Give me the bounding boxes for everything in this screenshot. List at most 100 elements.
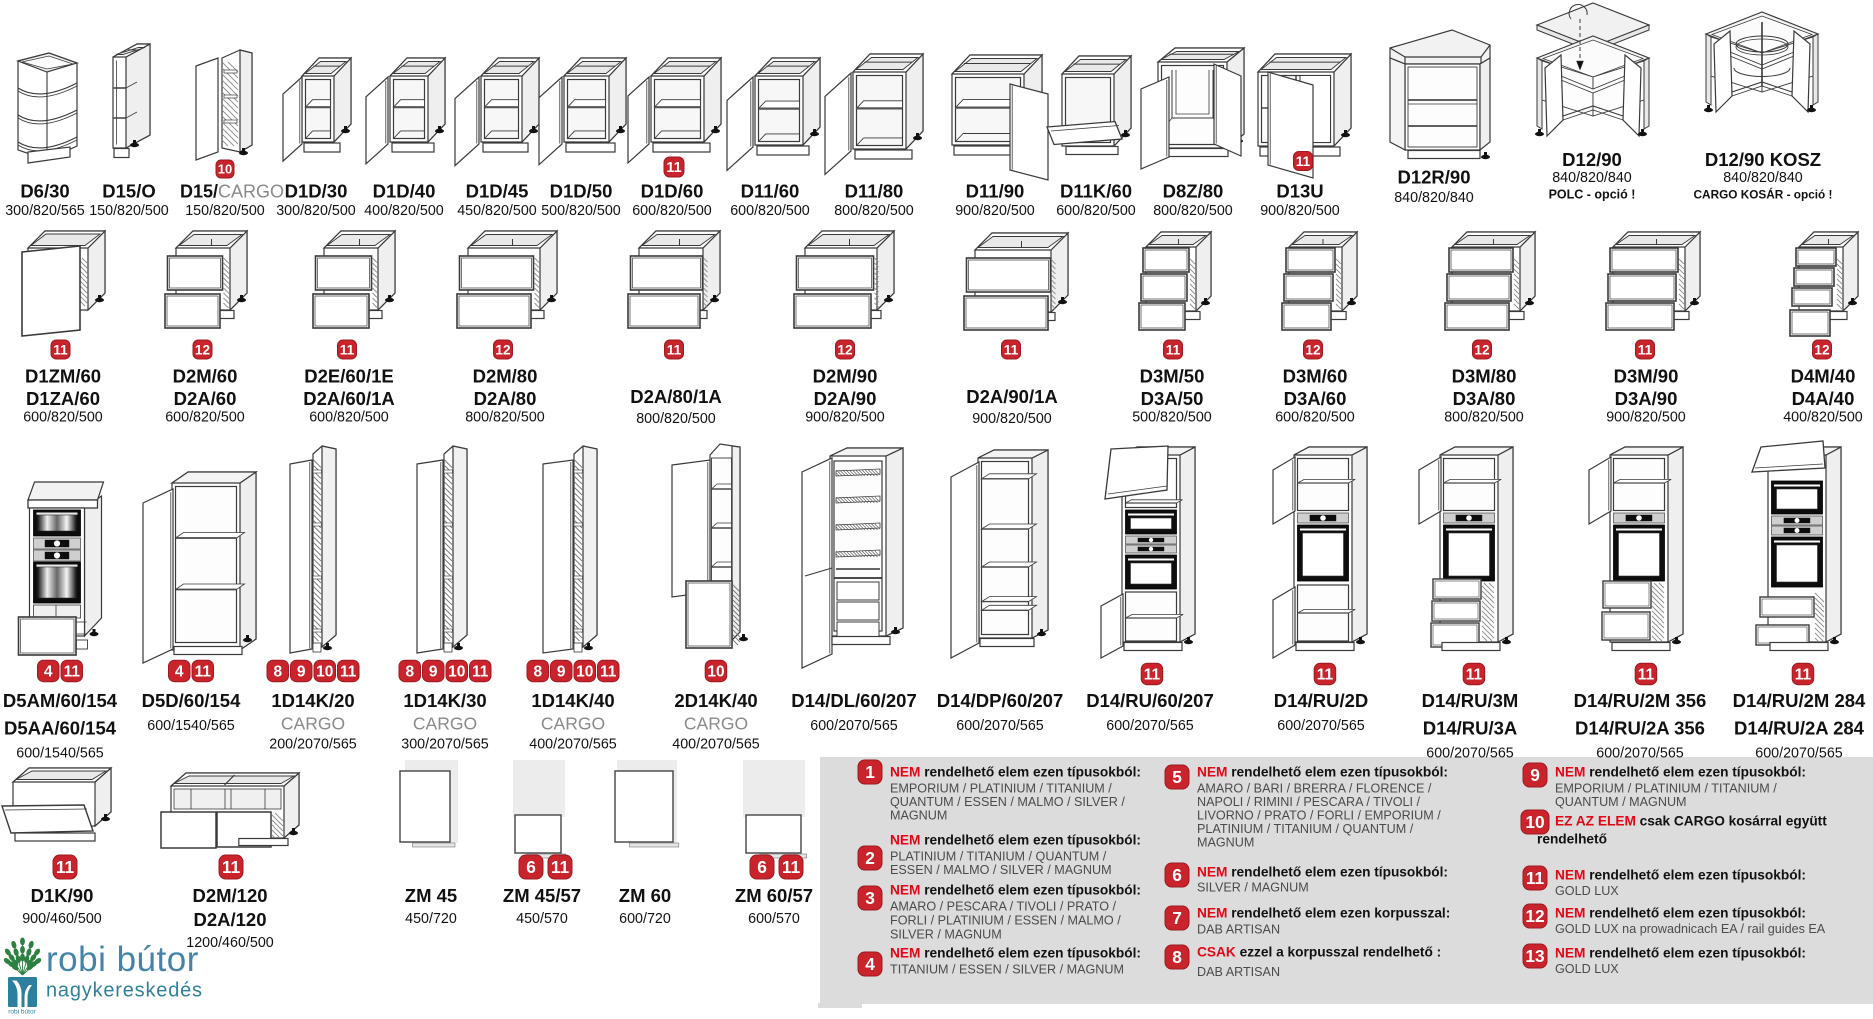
svg-text:D2M/90: D2M/90: [813, 366, 878, 387]
svg-text:12: 12: [1525, 906, 1544, 926]
svg-text:600/720: 600/720: [619, 911, 671, 927]
svg-text:D2A/80: D2A/80: [474, 388, 537, 409]
svg-text:EMPORIUM / PLATINIUM / TITANIU: EMPORIUM / PLATINIUM / TITANIUM /: [1555, 782, 1777, 796]
svg-text:TITANIUM / ESSEN / SILVER / M: TITANIUM / ESSEN / SILVER / MAGNUM: [890, 963, 1124, 977]
svg-text:800/820/500: 800/820/500: [465, 410, 545, 426]
svg-text:D3M/80: D3M/80: [1452, 366, 1517, 387]
svg-text:ZM 60/57: ZM 60/57: [735, 885, 813, 906]
svg-text:D2A/60: D2A/60: [174, 388, 237, 409]
svg-text:500/820/500: 500/820/500: [1132, 410, 1212, 426]
svg-text:11: 11: [1526, 868, 1545, 888]
svg-text:200/2070/565: 200/2070/565: [269, 737, 357, 753]
svg-text:11: 11: [1638, 667, 1655, 684]
svg-text:MAGNUM: MAGNUM: [1197, 836, 1254, 850]
svg-text:600/820/500: 600/820/500: [632, 203, 712, 219]
svg-text:D14/RU/2A 356: D14/RU/2A 356: [1575, 718, 1705, 739]
svg-text:CARGO KOSÁR - opció !: CARGO KOSÁR - opció !: [1694, 188, 1833, 202]
svg-text:11: 11: [53, 342, 68, 357]
svg-text:12: 12: [837, 342, 853, 357]
svg-text:300/2070/565: 300/2070/565: [401, 737, 489, 753]
svg-text:SILVER / MAGNUM: SILVER / MAGNUM: [1197, 881, 1309, 895]
svg-text:11: 11: [1466, 667, 1483, 684]
svg-text:800/820/500: 800/820/500: [1153, 203, 1233, 219]
svg-text:600/820/500: 600/820/500: [1056, 203, 1136, 219]
svg-text:11: 11: [195, 664, 212, 681]
svg-text:300/820/500: 300/820/500: [276, 203, 356, 219]
svg-text:11: 11: [551, 857, 570, 877]
svg-text:D2M/80: D2M/80: [473, 366, 538, 387]
svg-text:12: 12: [1474, 342, 1490, 357]
svg-text:7: 7: [1172, 908, 1182, 928]
svg-text:D5AM/60/154: D5AM/60/154: [3, 690, 118, 711]
svg-text:GOLD LUX: GOLD LUX: [1555, 962, 1619, 976]
svg-text:1D14K/20: 1D14K/20: [271, 690, 354, 711]
svg-text:PLATINIUM / TITANIUM / QUANTUM: PLATINIUM / TITANIUM / QUANTUM /: [1197, 822, 1414, 836]
svg-text:CSAK ezzel a korpusszal rendel: CSAK ezzel a korpusszal rendelhető :: [1197, 945, 1441, 960]
svg-text:DAB ARTISAN: DAB ARTISAN: [1197, 965, 1280, 979]
svg-text:D14/RU/2M 356: D14/RU/2M 356: [1574, 690, 1707, 711]
svg-text:NEM rendelhető elem ezen típus: NEM rendelhető elem ezen típusokból:: [890, 883, 1141, 898]
svg-text:D12/90 KOSZ: D12/90 KOSZ: [1705, 149, 1821, 170]
svg-text:D2A/90: D2A/90: [814, 388, 877, 409]
svg-text:9: 9: [1530, 765, 1540, 785]
svg-text:400/2070/565: 400/2070/565: [529, 737, 617, 753]
svg-text:600/1540/565: 600/1540/565: [147, 718, 235, 734]
svg-text:800/820/500: 800/820/500: [1444, 410, 1524, 426]
svg-text:11: 11: [666, 160, 681, 176]
svg-text:D1K/90: D1K/90: [31, 885, 94, 906]
svg-text:1D14K/40: 1D14K/40: [531, 690, 614, 711]
svg-text:840/820/840: 840/820/840: [1552, 170, 1632, 186]
svg-text:600/820/500: 600/820/500: [165, 410, 245, 426]
svg-text:D8Z/80: D8Z/80: [1163, 181, 1224, 202]
svg-text:600/820/500: 600/820/500: [23, 410, 103, 426]
svg-text:D14/RU/2M 284: D14/RU/2M 284: [1733, 690, 1866, 711]
svg-text:NEM rendelhető elem ezen típus: NEM rendelhető elem ezen típusokból:: [1197, 865, 1448, 880]
svg-text:450/720: 450/720: [405, 911, 457, 927]
svg-text:600/820/500: 600/820/500: [730, 203, 810, 219]
svg-text:D3A/60: D3A/60: [1284, 388, 1347, 409]
svg-text:2D14K/40: 2D14K/40: [674, 690, 757, 711]
svg-text:D2A/120: D2A/120: [193, 909, 266, 930]
svg-text:D2M/60: D2M/60: [173, 366, 238, 387]
svg-text:D13U: D13U: [1276, 181, 1323, 202]
svg-text:D5AA/60/154: D5AA/60/154: [4, 718, 117, 739]
svg-text:D2A/80/1A: D2A/80/1A: [630, 386, 722, 407]
svg-text:D11/90: D11/90: [966, 181, 1025, 202]
svg-text:600/1540/565: 600/1540/565: [16, 746, 104, 762]
svg-text:1: 1: [865, 762, 875, 782]
svg-text:11: 11: [1004, 342, 1019, 357]
svg-text:CARGO: CARGO: [413, 714, 477, 734]
svg-text:11: 11: [1296, 154, 1311, 169]
svg-text:CARGO: CARGO: [684, 714, 748, 734]
svg-text:D2M/120: D2M/120: [192, 885, 267, 906]
svg-text:6: 6: [1172, 865, 1182, 885]
svg-text:D1D/40: D1D/40: [373, 181, 436, 202]
svg-text:EMPORIUM / PLATINIUM / TITANIU: EMPORIUM / PLATINIUM / TITANIUM /: [890, 782, 1112, 796]
svg-text:D3A/90: D3A/90: [1615, 388, 1678, 409]
svg-text:D3A/50: D3A/50: [1141, 388, 1204, 409]
svg-text:11: 11: [667, 342, 682, 357]
svg-text:840/820/840: 840/820/840: [1723, 170, 1803, 186]
svg-text:400/820/500: 400/820/500: [1783, 410, 1863, 426]
svg-text:1200/460/500: 1200/460/500: [186, 935, 274, 951]
svg-text:D2A/90/1A: D2A/90/1A: [966, 386, 1058, 407]
svg-text:D3A/80: D3A/80: [1453, 388, 1516, 409]
svg-text:400/2070/565: 400/2070/565: [672, 737, 760, 753]
svg-text:600/2070/565: 600/2070/565: [956, 718, 1044, 734]
svg-text:D12/90: D12/90: [1562, 149, 1622, 170]
svg-text:D4M/40: D4M/40: [1791, 366, 1856, 387]
svg-text:robi bútor: robi bútor: [8, 1009, 36, 1016]
svg-text:nagykereskedés: nagykereskedés: [46, 980, 203, 1002]
svg-text:10: 10: [316, 664, 333, 681]
svg-text:500/820/500: 500/820/500: [541, 203, 621, 219]
svg-text:10: 10: [1525, 812, 1544, 832]
svg-text:D15/O: D15/O: [102, 181, 155, 202]
svg-text:CARGO: CARGO: [541, 714, 605, 734]
svg-text:900/820/500: 900/820/500: [955, 203, 1035, 219]
svg-text:8: 8: [1172, 947, 1182, 967]
svg-text:NAPOLI / RIMINI / PESCARA / TI: NAPOLI / RIMINI / PESCARA / TIVOLI /: [1197, 795, 1421, 809]
svg-text:11: 11: [1795, 667, 1812, 684]
svg-text:8: 8: [405, 664, 414, 681]
svg-text:12: 12: [495, 342, 511, 357]
svg-text:ZM 45: ZM 45: [405, 885, 457, 906]
